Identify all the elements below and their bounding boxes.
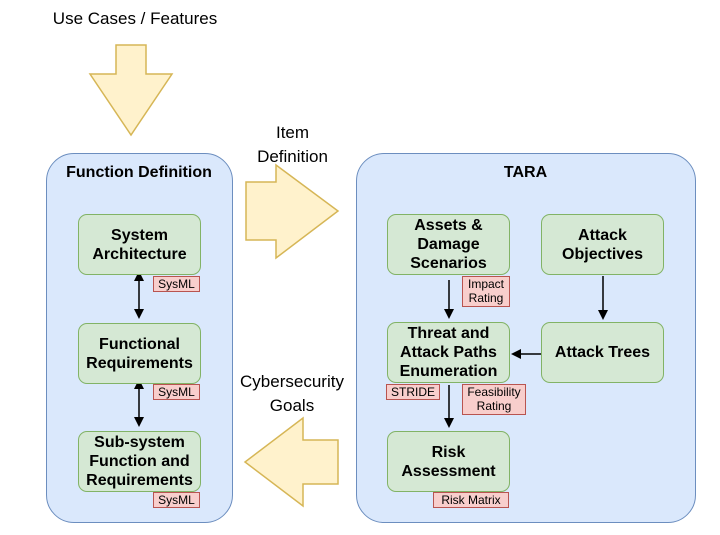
risk-matrix-tag: Risk Matrix [433,492,509,508]
tara-title: TARA [503,164,548,181]
sysml-tag: SysML [153,384,200,400]
sysml-tag: SysML [153,276,200,292]
item-definition-right-arrow [245,163,340,260]
attack-objectives-box: Attack Objectives [541,214,664,275]
use-cases-down-arrow [88,44,174,137]
item-definition-label: Item Definition [257,123,328,166]
function-definition-title: Function Definition [66,164,212,181]
risk-assessment-box: Risk Assessment [387,431,510,492]
feasibility-rating-tag: Feasibility Rating [462,384,526,415]
impact-rating-tag: Impact Rating [462,276,510,307]
stride-tag: STRIDE [386,384,440,400]
system-architecture-box: System Architecture [78,214,201,275]
cybersecurity-goals-left-arrow [243,416,339,508]
functional-requirements-box: Functional Requirements [78,323,201,384]
cybersecurity-goals-label: Cybersecurity Goals [240,372,344,415]
assets-damage-scenarios-box: Assets & Damage Scenarios [387,214,510,275]
attack-trees-box: Attack Trees [541,322,664,383]
subsystem-function-box: Sub-system Function and Requirements [78,431,201,492]
use-cases-label: Use Cases / Features [52,9,218,28]
sysml-tag: SysML [153,492,200,508]
threat-attack-paths-box: Threat and Attack Paths Enumeration [387,322,510,383]
